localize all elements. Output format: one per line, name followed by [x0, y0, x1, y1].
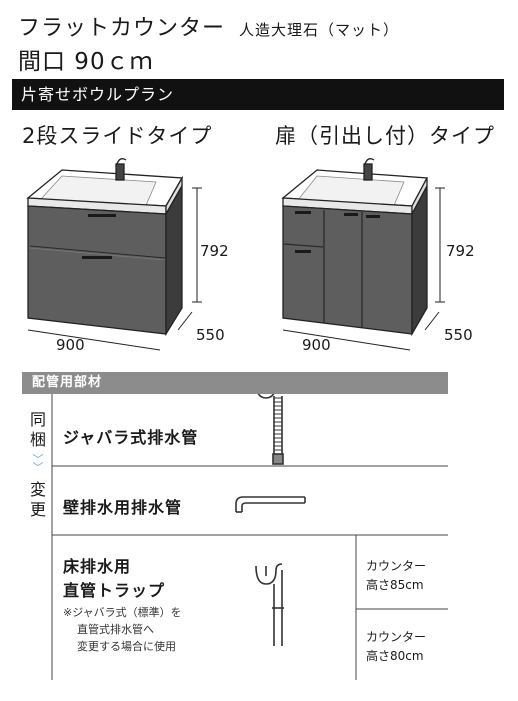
- floor-trap-illustration: [255, 563, 284, 646]
- counter-height: 高さ85cm: [366, 578, 424, 592]
- depth-dim-right: 550: [444, 326, 473, 344]
- counter-label: カウンター: [366, 630, 427, 644]
- side-label-char: 変: [29, 480, 46, 499]
- side-label-char: 梱: [29, 430, 46, 449]
- counter-label: カウンター: [366, 559, 427, 573]
- counter-height-85: カウンター 高さ85cm: [366, 557, 426, 595]
- pipe-row-floor-drain-line2: 直管トラップ: [63, 581, 166, 600]
- side-label-change: 変 更: [28, 480, 48, 520]
- height-dim-right: 792: [446, 242, 475, 260]
- width-dim-left: 900: [56, 336, 85, 354]
- type-label-door: 扉（引出し付）タイプ: [275, 124, 495, 148]
- cabinet-drawing-door: [281, 158, 429, 337]
- side-label-included: 同 梱: [28, 410, 48, 450]
- wall-drain-pipe-illustration: [235, 496, 306, 513]
- counter-height: 高さ80cm: [366, 649, 424, 663]
- dimension-lines: [27, 187, 445, 351]
- width-dim-right: 900: [302, 336, 331, 354]
- pipes-table-grid: [51, 394, 448, 680]
- depth-dim-left: 550: [196, 326, 225, 344]
- note-line: ※ジャバラ式（標準）を: [63, 606, 182, 619]
- side-label-char: 更: [29, 500, 46, 519]
- pipes-section-header: 配管用部材: [22, 372, 448, 394]
- pipe-row-floor-drain-line1: 床排水用: [63, 557, 132, 576]
- note-line: 直管式排水管へ: [77, 623, 154, 636]
- pipe-row-accordion: ジャバラ式排水管: [63, 428, 199, 447]
- title-material: 人造大理石（マット）: [239, 21, 400, 39]
- counter-height-80: カウンター 高さ80cm: [366, 628, 426, 666]
- chevron-down-icon: ﹀﹀: [32, 453, 44, 474]
- product-title: フラットカウンター人造大理石（マット）: [18, 10, 399, 42]
- size-title: 間口 90ｃｍ: [18, 49, 154, 75]
- note-line: 変更する場合に使用: [77, 640, 176, 653]
- type-label-slide: 2段スライドタイプ: [22, 124, 213, 148]
- title-main: フラットカウンター: [18, 16, 226, 41]
- accordion-pipe-illustration: [255, 381, 284, 465]
- height-dim-left: 792: [200, 242, 229, 260]
- side-label-char: 同: [29, 410, 46, 429]
- cabinet-drawing-slide: [26, 158, 184, 337]
- plan-band: 片寄せボウルプラン: [12, 79, 504, 110]
- pipe-row-wall-drain: 壁排水用排水管: [63, 498, 183, 517]
